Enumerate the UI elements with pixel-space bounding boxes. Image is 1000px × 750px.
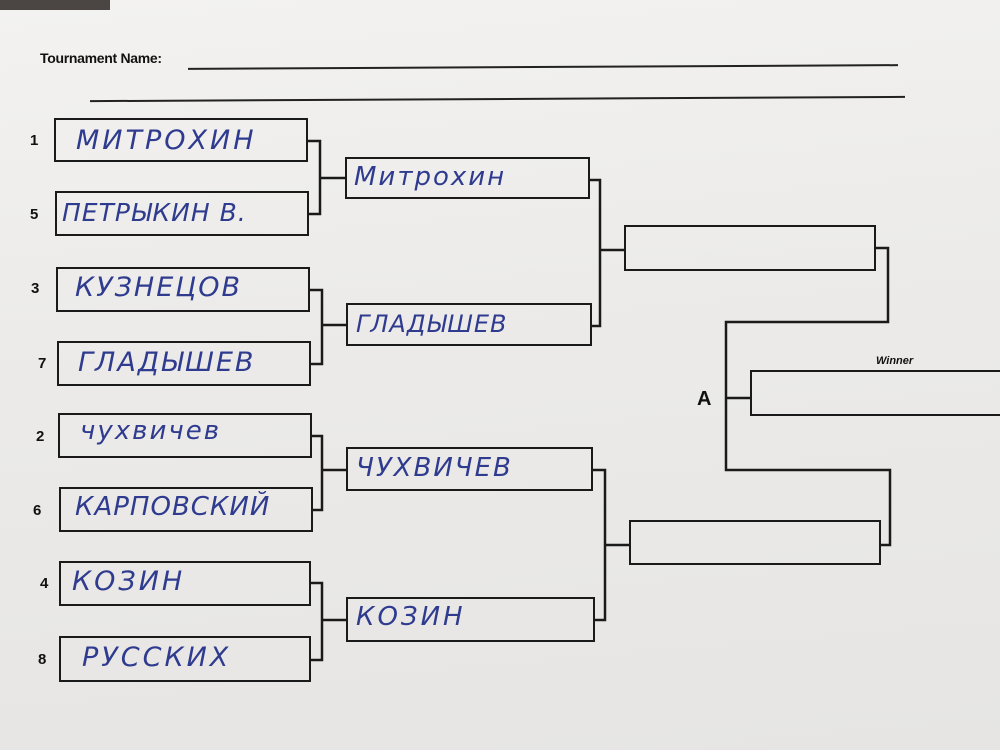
round1-slot-5[interactable] <box>58 413 312 458</box>
round1-slot-6[interactable] <box>59 487 313 532</box>
round1-slot-4[interactable] <box>57 341 311 386</box>
bracket-label-a: A <box>697 388 712 410</box>
table-edge <box>0 0 110 10</box>
round1-slot-7[interactable] <box>59 561 311 606</box>
seed-number: 8 <box>38 651 47 668</box>
player-name: чухвичев <box>80 416 222 446</box>
semifinal-slot-2[interactable] <box>629 520 881 565</box>
round1-slot-2[interactable] <box>55 191 309 236</box>
round1-slot-1[interactable] <box>54 118 308 162</box>
seed-number: 6 <box>33 502 42 519</box>
round2-slot-3[interactable] <box>346 447 593 491</box>
player-name: РУССКИХ <box>82 642 232 673</box>
seed-number: 7 <box>38 355 47 372</box>
semifinal-slot-1[interactable] <box>624 225 876 271</box>
player-name: ГЛАДЫШЕВ <box>356 310 508 338</box>
player-name: КОЗИН <box>356 602 466 632</box>
seed-number: 4 <box>40 575 49 592</box>
round2-slot-4[interactable] <box>346 597 595 642</box>
player-name: ЧУХВИЧЕВ <box>356 453 513 483</box>
winner-slot[interactable] <box>750 370 1000 416</box>
player-name: КАРПОВСКИЙ <box>75 492 271 522</box>
seed-number: 3 <box>31 280 40 297</box>
round1-slot-3[interactable] <box>56 267 310 312</box>
player-name: Митрохин <box>354 162 507 192</box>
player-name: КУЗНЕЦОВ <box>75 272 243 303</box>
player-name: ГЛАДЫШЕВ <box>78 347 256 378</box>
round2-slot-1[interactable] <box>345 157 590 199</box>
seed-number: 2 <box>36 428 45 445</box>
round2-slot-2[interactable] <box>346 303 592 346</box>
seed-number: 1 <box>30 132 39 149</box>
player-name: МИТРОХИН <box>76 125 257 156</box>
tournament-name-label: Tournament Name: <box>40 50 162 66</box>
player-name: КОЗИН <box>72 566 186 597</box>
player-name: ПЕТРЫКИН В. <box>62 198 247 227</box>
seed-number: 5 <box>30 206 39 223</box>
winner-label: Winner <box>876 355 914 367</box>
round1-slot-8[interactable] <box>59 636 311 682</box>
